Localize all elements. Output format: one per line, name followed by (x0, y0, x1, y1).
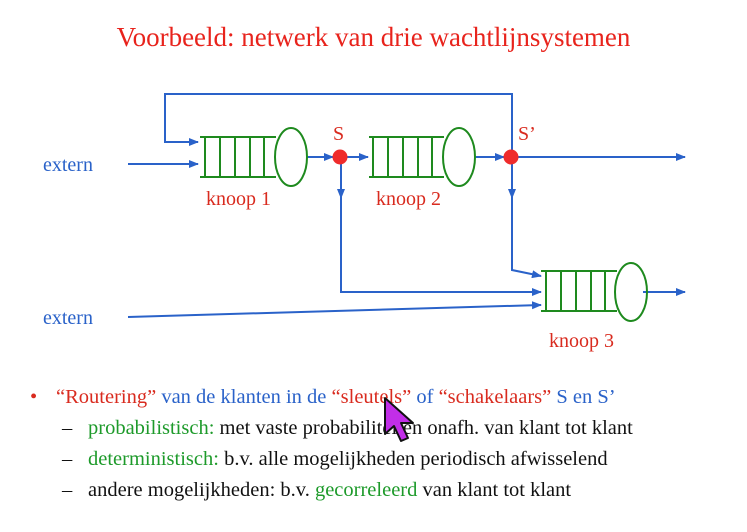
dash-marker: – (62, 417, 73, 439)
deterministic-term: deterministisch: (88, 448, 219, 470)
routering-text-3: S en S’ (551, 386, 616, 408)
bullet-dot: • (30, 386, 38, 408)
correlated-term: gecorreleerd (314, 479, 418, 501)
bullet-list: •“Routering” van de klanten in de “sleut… (30, 382, 740, 506)
node1-label: knoop 1 (206, 188, 271, 210)
switch-s-prime-label: S’ (518, 123, 536, 145)
s-to-node3-arrow (340, 198, 542, 296)
queue-node-2 (369, 127, 476, 187)
switch-s-prime-dot (503, 149, 519, 165)
node2-label: knoop 2 (376, 188, 441, 210)
dash-marker: – (62, 479, 73, 501)
routering-text-2: of (411, 386, 439, 408)
mouse-pointer-icon (384, 397, 414, 442)
slide-title: Voorbeeld: netwerk van drie wachtlijnsys… (116, 22, 631, 52)
schakelaars-term: “schakelaars” (438, 386, 552, 408)
other-text: van klant tot klant (417, 479, 572, 501)
extern-top-label: extern (43, 154, 93, 176)
probabilistic-text: met vaste probabiliteiten onafh. van kla… (214, 417, 633, 439)
sub-bullet-deterministic: –deterministisch: b.v. alle mogelijkhede… (30, 444, 740, 475)
deterministic-text: b.v. alle mogelijkheden periodisch afwis… (218, 448, 608, 470)
sub-bullet-other: –andere mogelijkheden: b.v. gecorreleerd… (30, 475, 740, 506)
node3-label: knoop 3 (549, 330, 614, 352)
sub-bullet-probabilistic: –probabilistisch: met vaste probabilitei… (30, 413, 740, 444)
queue-node-1 (200, 127, 308, 187)
extern-bottom-arrow (127, 301, 542, 318)
feedback-arrow (164, 93, 513, 157)
routering-term: “Routering” (56, 386, 157, 408)
routering-text-1: van de klanten in de (156, 386, 332, 408)
switch-s-label: S (333, 123, 344, 145)
other-prefix: andere mogelijkheden: b.v. (88, 479, 315, 501)
dash-marker: – (62, 448, 73, 470)
queue-node-3 (541, 262, 648, 322)
sprime-to-node3-arrow (511, 198, 542, 279)
extern-bottom-label: extern (43, 307, 93, 329)
queue-network-diagram: extern extern knoop 1 knoop 2 knoop 3 S … (43, 93, 686, 352)
probabilistic-term: probabilistisch: (88, 417, 215, 439)
switch-s-dot (332, 149, 348, 165)
